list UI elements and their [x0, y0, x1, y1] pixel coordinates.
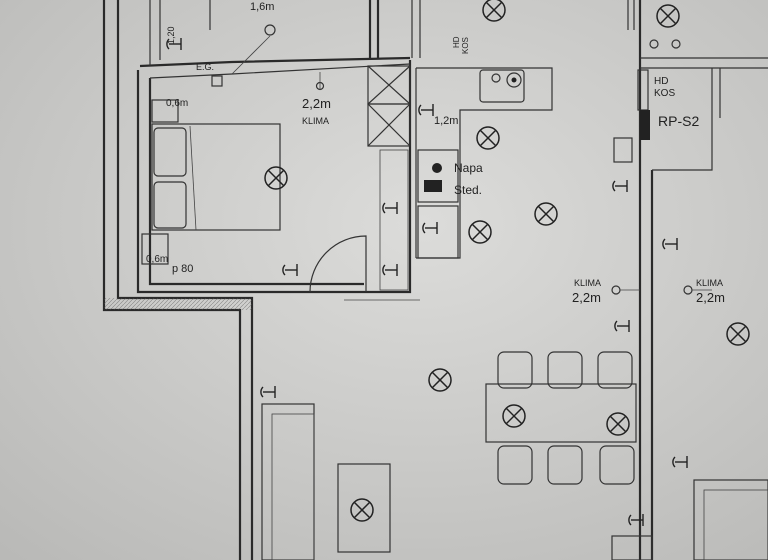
label-socket-top: 0,6m — [166, 98, 188, 109]
label-klima-mid: KLIMA — [574, 278, 601, 288]
label-socket-bottom: 0,6m — [146, 254, 168, 265]
label-height-mid: 2,2m — [572, 290, 601, 305]
label-kitchen-height: 1,2m — [434, 115, 458, 127]
dining-table — [485, 351, 637, 485]
label-height-right: 2,2m — [696, 290, 725, 305]
outlet-points — [211, 24, 693, 295]
kitchen — [417, 69, 525, 259]
label-bed-height: 2,2m — [302, 96, 331, 111]
coffee-table — [337, 463, 391, 553]
label-napa: Napa — [454, 161, 483, 175]
bed — [151, 123, 281, 231]
label-eg: E.G. — [196, 62, 214, 72]
plan-labels: 1,6m 2,2m KLIMA 0,6m 0,6m p 80 E.G. 1,2m… — [146, 1, 725, 305]
label-hd-a: HD — [452, 36, 461, 48]
walls — [102, 0, 768, 560]
sofa — [261, 403, 315, 560]
label-kos-a: KOS — [461, 37, 470, 54]
wiring-lines — [231, 35, 712, 301]
wardrobe — [367, 65, 411, 291]
nightstand-top — [151, 99, 179, 123]
label-floor-p: p 80 — [172, 263, 193, 275]
label-top-height: 1,6m — [250, 1, 274, 13]
label-klima-right: KLIMA — [696, 278, 723, 288]
label-rp: RP-S2 — [658, 113, 699, 129]
bedroom-door — [309, 235, 367, 293]
nightstand-bottom — [141, 233, 169, 265]
label-top-code: 1,20 — [166, 26, 176, 44]
label-kos-b: KOS — [654, 88, 675, 99]
label-sted: Sted. — [454, 183, 482, 197]
label-bed-klima: KLIMA — [302, 116, 329, 126]
label-hd-b: HD — [654, 76, 668, 87]
